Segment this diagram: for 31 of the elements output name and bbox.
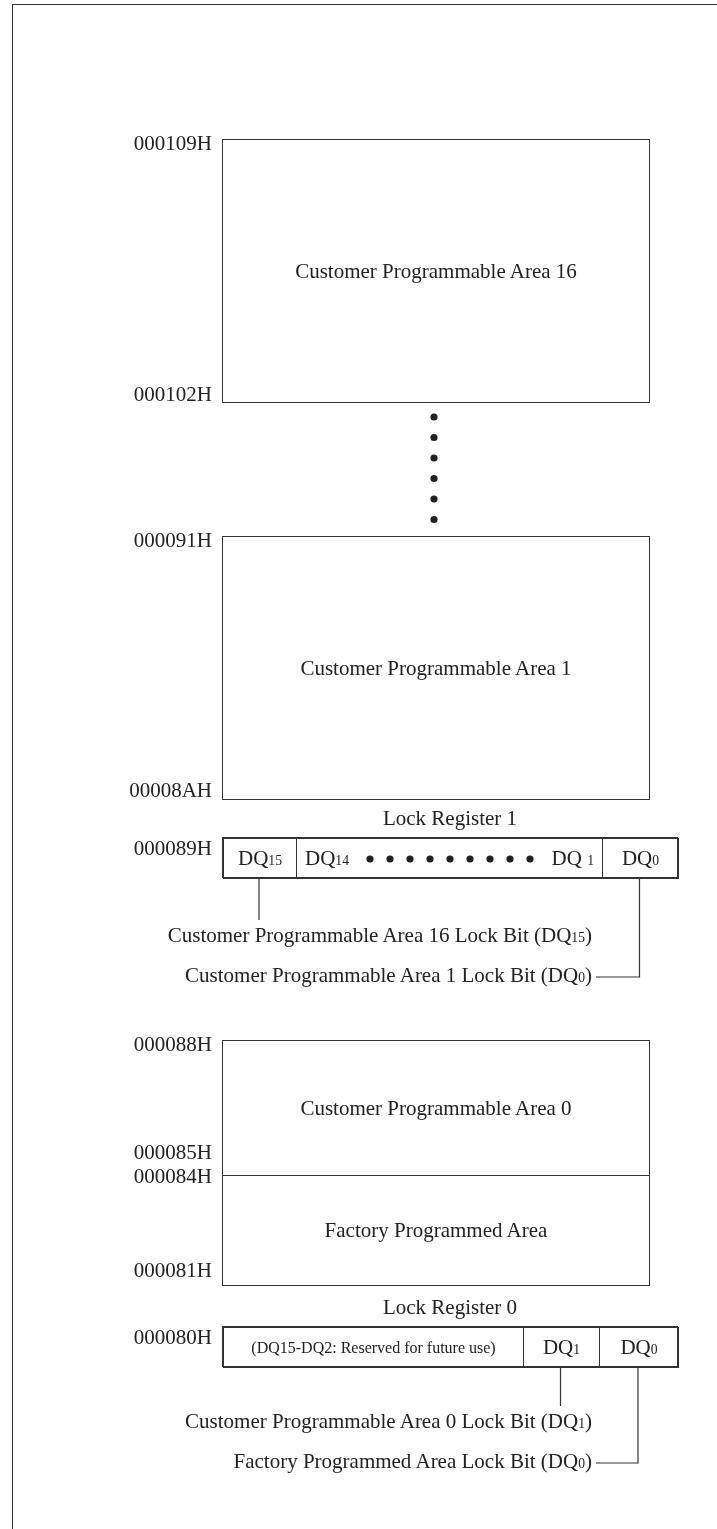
address-label: 000091H <box>133 528 212 553</box>
register-cell <box>602 838 679 879</box>
leader-line <box>258 877 260 921</box>
bit-label: (DQ15-DQ2: Reserved for future use) <box>251 1338 496 1357</box>
address-label: 000080H <box>133 1325 212 1350</box>
memory-area-box <box>222 536 650 800</box>
address-label: 000089H <box>133 836 212 861</box>
address-label: 000084H <box>133 1164 212 1189</box>
area-label: Customer Programmable Area 1 <box>300 655 572 681</box>
area-label: Factory Programmed Area <box>324 1218 548 1243</box>
register-cell <box>223 838 297 879</box>
leader-line <box>559 1366 562 1407</box>
address-label: 000085H <box>133 1140 212 1165</box>
memory-area-box <box>222 139 650 403</box>
area-label: Customer Programmable Area 0 <box>300 1095 572 1121</box>
memory-area-box <box>222 1175 650 1286</box>
register-title: Lock Register 0 <box>381 1295 519 1320</box>
memory-area-box <box>222 1040 650 1176</box>
register-cell <box>599 1327 679 1368</box>
address-label: 00008AH <box>129 778 212 803</box>
address-label: 000088H <box>133 1032 212 1057</box>
address-label: 000109H <box>133 131 212 156</box>
leader-line <box>595 1366 639 1464</box>
register-cell <box>523 1327 600 1368</box>
address-label: 000102H <box>133 382 212 407</box>
register-cell <box>296 838 603 879</box>
address-label: 000081H <box>133 1258 212 1283</box>
register-cell <box>223 1327 524 1368</box>
leader-line <box>595 877 641 978</box>
area-label: Customer Programmable Area 16 <box>295 258 577 284</box>
register-title: Lock Register 1 <box>381 806 519 831</box>
